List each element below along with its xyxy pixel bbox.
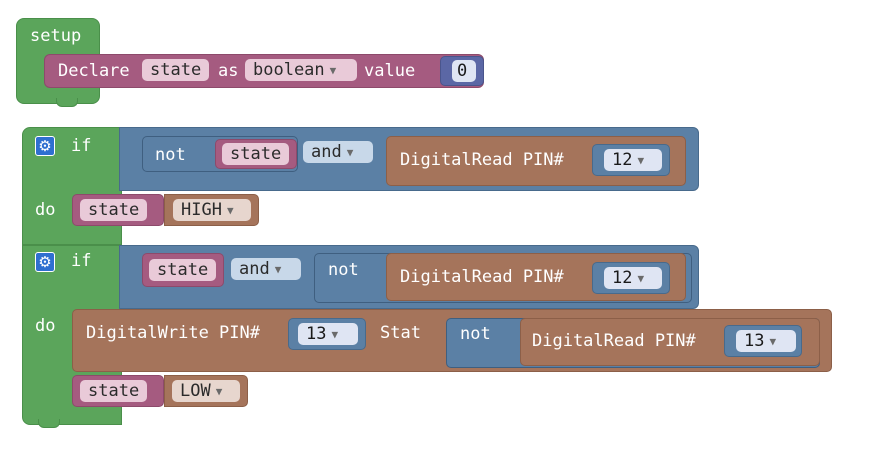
state-set-field-1[interactable]: state — [80, 199, 148, 221]
write-pin-dropdown-value: 13 — [306, 324, 327, 344]
digital-read-label-2: DigitalRead PIN# — [400, 267, 564, 287]
inner-pin-dropdown-value: 13 — [744, 331, 765, 351]
digital-read-label-1: DigitalRead PIN# — [400, 150, 564, 170]
state-set-field-2[interactable]: state — [80, 380, 148, 402]
write-pin-dropdown[interactable]: 13 ▼ — [298, 323, 358, 345]
as-label: as — [218, 61, 239, 81]
if-block-2-notch — [38, 419, 60, 428]
dropdown-arrow-icon: ▼ — [215, 385, 223, 398]
dropdown-arrow-icon: ▼ — [637, 154, 645, 167]
do-label-2: do — [35, 316, 56, 336]
stat-label: Stat — [380, 323, 421, 343]
do-label-1: do — [35, 200, 56, 220]
inner-pin-dropdown[interactable]: 13 ▼ — [736, 330, 796, 352]
op-dropdown-1-value: and — [311, 142, 342, 162]
gear-icon[interactable]: ⚙ — [35, 252, 55, 272]
dropdown-arrow-icon: ▼ — [329, 64, 337, 77]
if-label-1: if — [71, 136, 92, 156]
dropdown-arrow-icon: ▼ — [346, 146, 354, 159]
dropdown-arrow-icon: ▼ — [637, 272, 645, 285]
pin-dropdown-1-value: 12 — [612, 150, 633, 170]
op-dropdown-2-value: and — [239, 259, 270, 279]
type-dropdown-value: boolean — [253, 60, 325, 80]
inner-digital-read-label: DigitalRead PIN# — [532, 331, 696, 351]
dropdown-arrow-icon: ▼ — [226, 204, 234, 217]
inner-not-label: not — [460, 324, 491, 344]
gear-icon[interactable]: ⚙ — [35, 136, 55, 156]
state-get-field-2[interactable]: state — [149, 259, 217, 281]
type-dropdown[interactable]: boolean ▼ — [245, 59, 357, 81]
high-dropdown[interactable]: HIGH ▼ — [173, 199, 251, 221]
pin-dropdown-2[interactable]: 12 ▼ — [604, 267, 662, 289]
dropdown-arrow-icon: ▼ — [274, 263, 282, 276]
dropdown-arrow-icon: ▼ — [769, 335, 777, 348]
value-label: value — [364, 61, 416, 81]
digital-write-label: DigitalWrite PIN# — [86, 323, 260, 343]
setup-label: setup — [30, 26, 82, 46]
var-name-field[interactable]: state — [142, 59, 210, 81]
high-dropdown-value: HIGH — [181, 200, 222, 220]
state-get-field-1[interactable]: state — [222, 143, 290, 165]
not-label-2: not — [328, 260, 359, 280]
pin-dropdown-2-value: 12 — [612, 268, 633, 288]
pin-dropdown-1[interactable]: 12 ▼ — [604, 149, 662, 171]
op-dropdown-2[interactable]: and ▼ — [231, 258, 301, 280]
low-dropdown[interactable]: LOW ▼ — [172, 380, 240, 402]
if-label-2: if — [71, 251, 92, 271]
number-value-field[interactable]: 0 — [452, 60, 476, 82]
dropdown-arrow-icon: ▼ — [331, 328, 339, 341]
op-dropdown-1[interactable]: and ▼ — [303, 141, 373, 163]
declare-label: Declare — [58, 61, 130, 81]
not-label-1: not — [155, 145, 186, 165]
setup-notch — [56, 98, 78, 107]
low-dropdown-value: LOW — [180, 381, 211, 401]
